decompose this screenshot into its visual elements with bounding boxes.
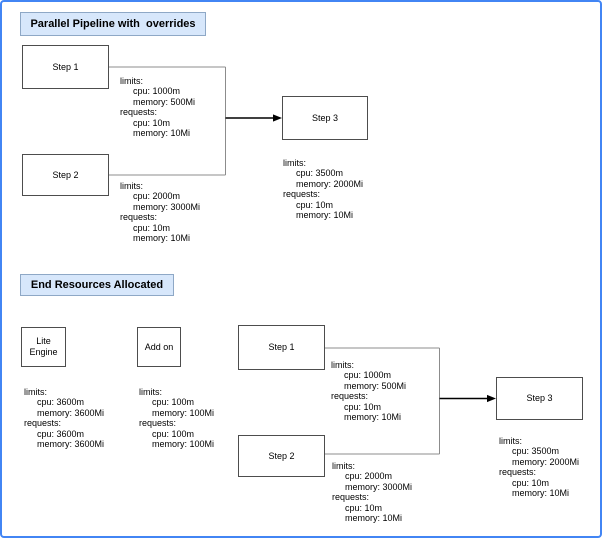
node-label-line1: Lite [36,336,51,346]
resource-line: cpu: 10m [512,477,550,488]
resource-line: memory: 500Mi [344,380,407,391]
resource-line: requests: [24,418,62,429]
node-step2-bottom[interactable]: Step 2 [238,435,325,477]
resource-line: cpu: 10m [133,117,171,128]
section-title-parallel-pipeline: Parallel Pipeline with overrides [20,12,206,36]
node-label: Step 2 [268,450,295,461]
arrow-head-top [273,114,282,122]
node-add-on[interactable]: Add on [137,327,181,367]
resource-line: requests: [120,212,158,223]
resource-line: memory: 10Mi [345,513,403,524]
resource-line: cpu: 100m [152,428,195,439]
resources-step3-bottom: limits: cpu: 3500m memory: 2000Mi reques… [499,436,579,498]
resource-line: memory: 10Mi [344,412,402,423]
resource-line: limits: [331,360,354,370]
resources-step1-top: limits: cpu: 1000m memory: 500Mi request… [120,76,195,138]
resource-line: memory: 3600Mi [37,407,105,418]
resource-line: memory: 2000Mi [512,456,580,467]
resource-line: memory: 2000Mi [296,178,364,189]
resource-line: requests: [139,418,177,429]
resource-line: requests: [331,391,369,402]
section-title-end-resources: End Resources Allocated [20,274,174,296]
node-label: Step 1 [52,61,79,72]
resource-line: cpu: 3600m [37,397,85,408]
resource-line: cpu: 2000m [345,471,393,482]
resource-line: limits: [283,158,306,168]
resource-line: cpu: 10m [133,222,171,233]
resource-line: cpu: 100m [152,397,195,408]
resource-line: cpu: 10m [296,199,334,210]
resource-line: cpu: 1000m [344,370,392,381]
node-step3-bottom[interactable]: Step 3 [496,377,583,420]
resources-step2-bottom: limits: cpu: 2000m memory: 3000Mi reques… [332,461,412,523]
resource-line: cpu: 3600m [37,428,85,439]
resource-line: memory: 10Mi [512,488,570,499]
resource-line: memory: 500Mi [133,96,196,107]
resource-line: limits: [499,436,522,446]
resource-line: memory: 100Mi [152,407,215,418]
node-step1-bottom[interactable]: Step 1 [238,325,325,370]
resources-add-on: limits: cpu: 100m memory: 100Mi requests… [139,387,214,449]
node-label: Step 2 [52,169,79,180]
resource-line: cpu: 10m [344,401,382,412]
resource-line: memory: 3000Mi [133,201,201,212]
node-lite-engine[interactable]: Lite Engine [21,327,66,367]
resource-line: limits: [120,181,143,191]
resource-line: memory: 10Mi [133,128,191,139]
resources-lite-engine: limits: cpu: 3600m memory: 3600Mi reques… [24,387,104,449]
resource-line: memory: 10Mi [296,210,354,221]
resource-line: cpu: 3500m [296,168,344,179]
resource-line: memory: 3600Mi [37,439,105,450]
resource-line: limits: [332,461,355,471]
node-step3-top[interactable]: Step 3 [282,96,368,140]
resources-step3-top: limits: cpu: 3500m memory: 2000Mi reques… [283,158,363,220]
resource-line: cpu: 10m [345,502,383,513]
resource-line: requests: [332,492,370,503]
resource-line: limits: [139,387,162,397]
resource-line: limits: [120,76,143,86]
resource-line: requests: [283,189,321,200]
node-step1-top[interactable]: Step 1 [22,45,109,89]
node-label: Add on [144,341,174,352]
resource-line: cpu: 2000m [133,191,181,202]
resource-line: memory: 3000Mi [345,481,413,492]
resources-step1-bottom: limits: cpu: 1000m memory: 500Mi request… [331,360,406,422]
node-label: Step 3 [526,393,553,403]
resource-line: cpu: 3500m [512,446,560,457]
resource-line: requests: [499,467,537,478]
resource-line: memory: 10Mi [133,233,191,244]
resources-step2-top: limits: cpu: 2000m memory: 3000Mi reques… [120,181,200,243]
node-label-line2: Engine [29,347,58,357]
node-label: Step 1 [268,342,295,352]
resource-line: requests: [120,107,158,118]
node-label: Step 3 [311,112,339,123]
resource-line: cpu: 1000m [133,86,181,97]
node-step2-top[interactable]: Step 2 [22,154,109,196]
resource-line: memory: 100Mi [152,439,215,450]
arrow-head-bottom [487,394,496,403]
node-label: Lite Engine [29,336,57,358]
resource-line: limits: [24,387,47,397]
